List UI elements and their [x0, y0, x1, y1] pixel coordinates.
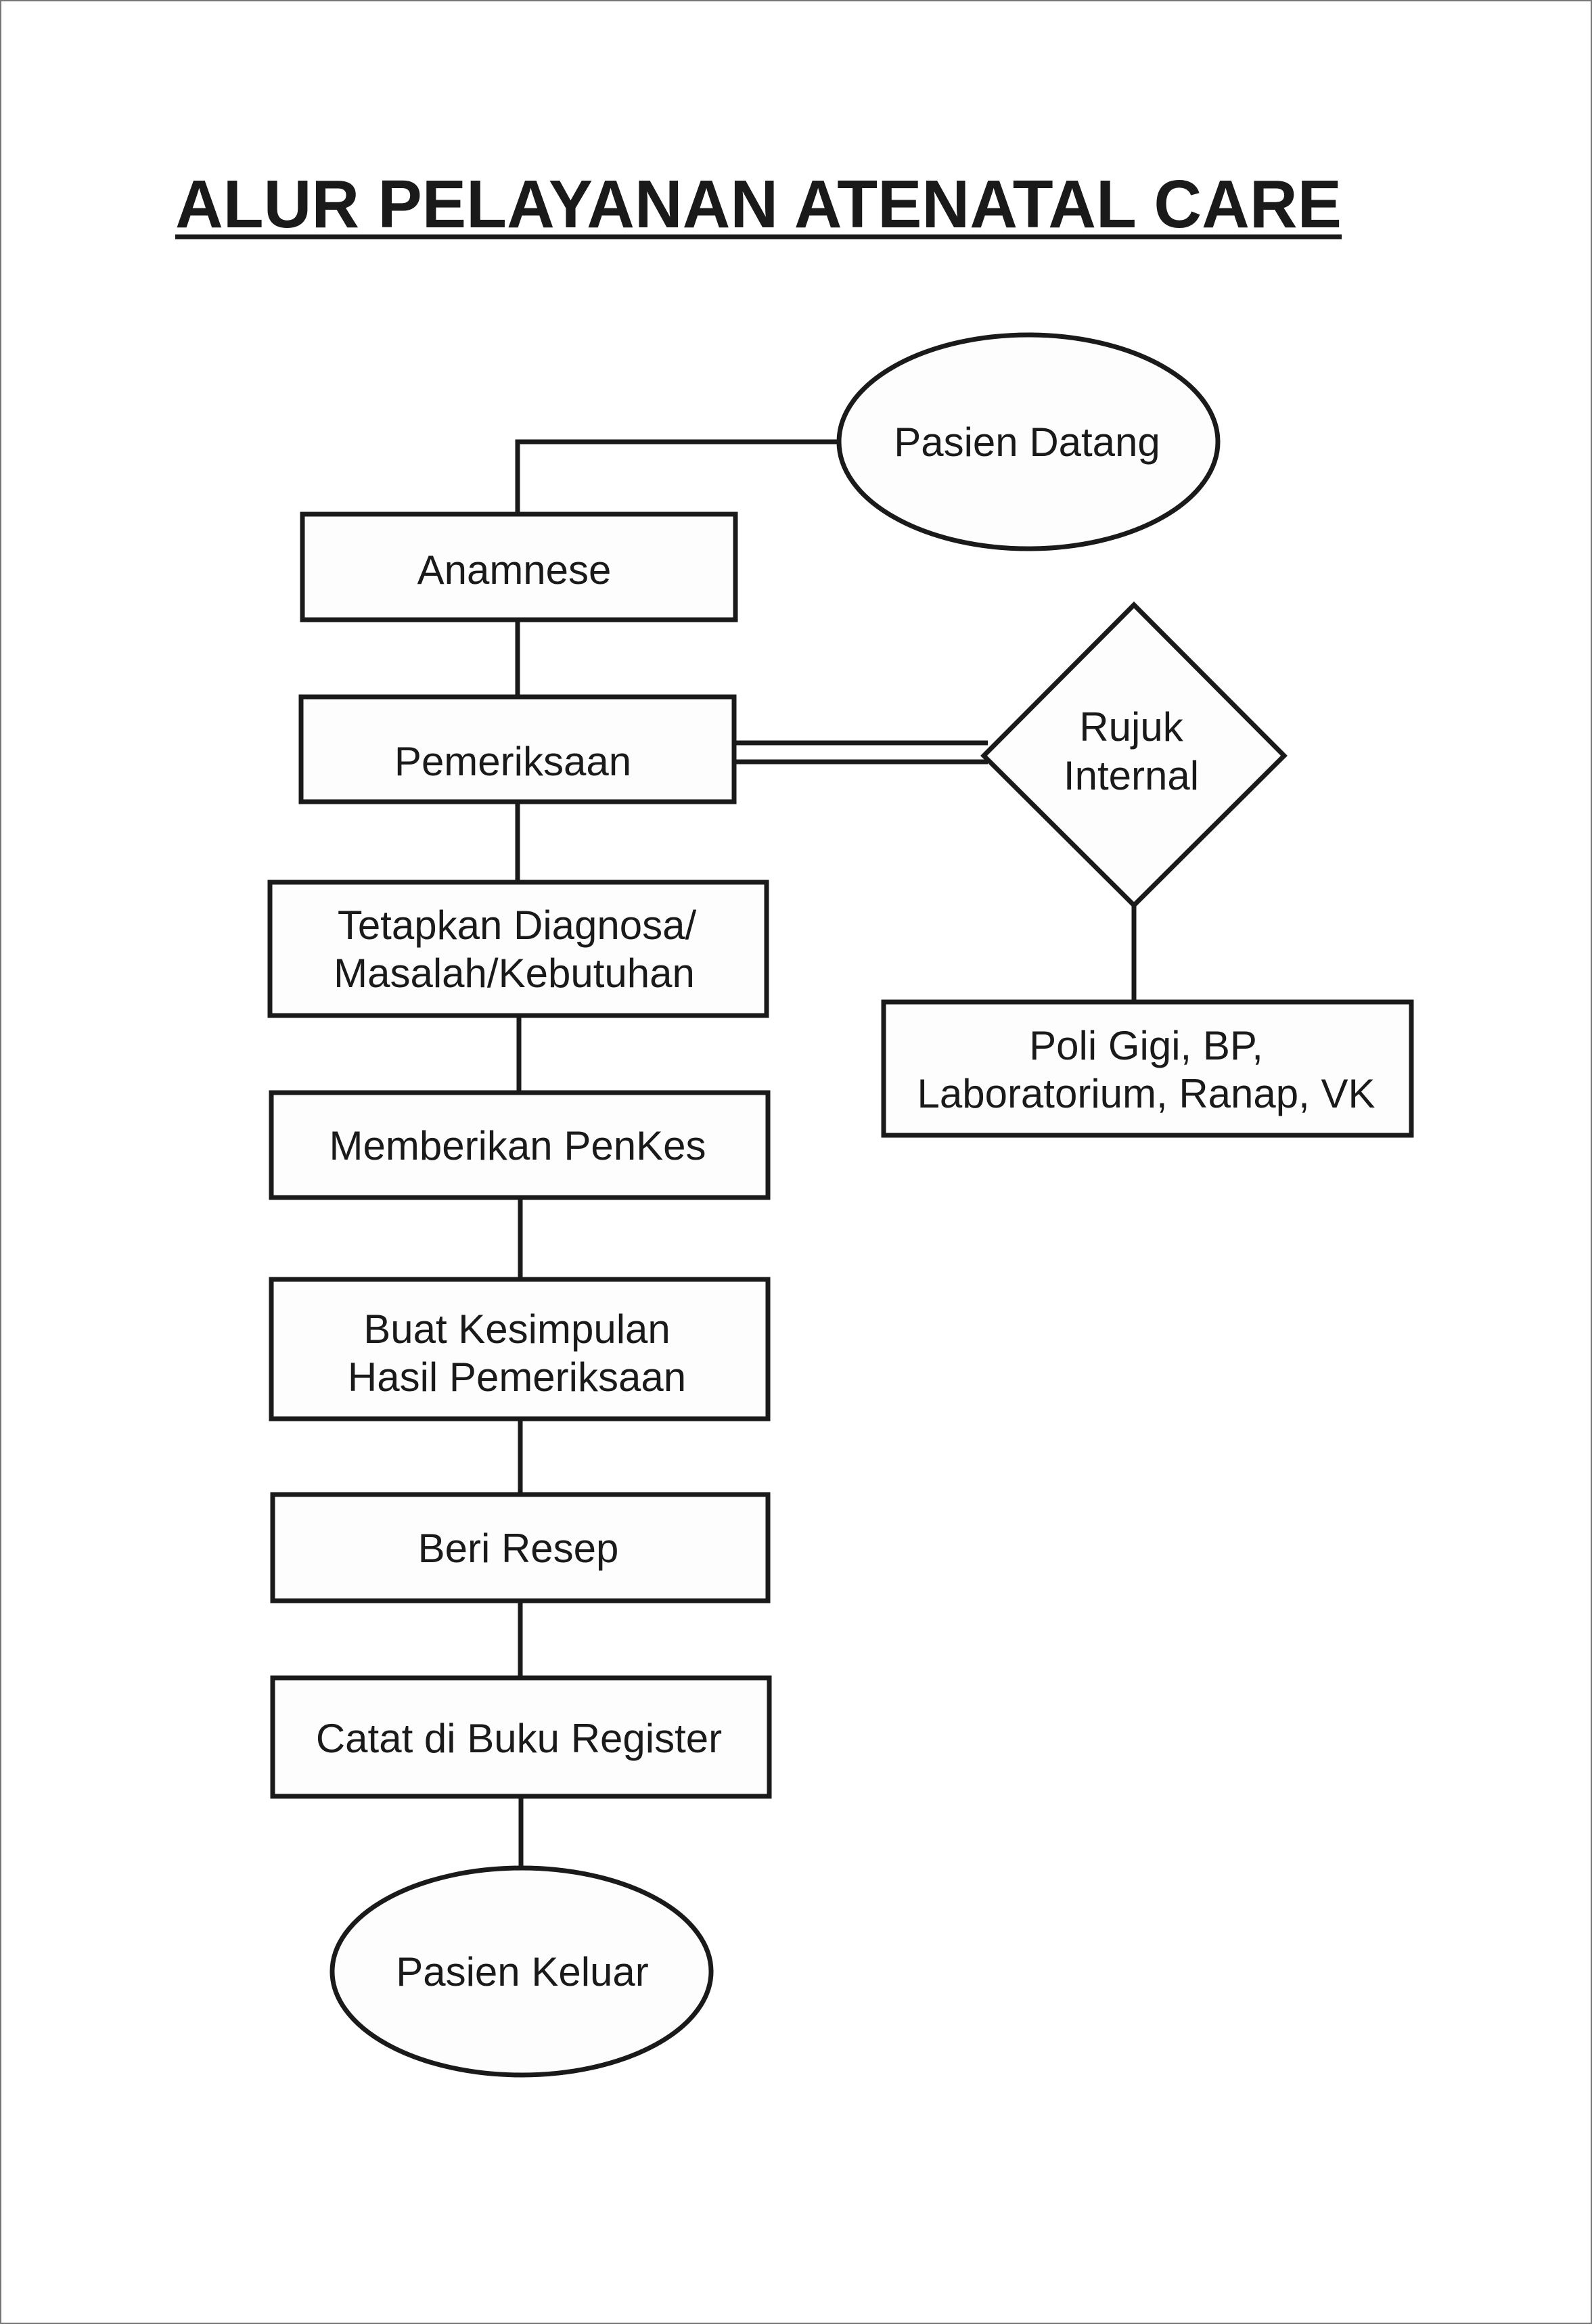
node-label: Rujuk — [1079, 704, 1183, 750]
node-label: Buat Kesimpulan — [363, 1306, 670, 1352]
node-pasien-keluar: Pasien Keluar — [329, 1865, 714, 2078]
node-rujuk-internal: Rujuk Internal — [980, 601, 1288, 909]
node-anamnese: Anamnese — [300, 511, 738, 622]
node-label: Catat di Buku Register — [316, 1716, 722, 1761]
diagram-title: ALUR PELAYANAN ATENATAL CARE — [175, 166, 1342, 242]
node-diagnosa: Tetapkan Diagnosa/ Masalah/Kebutuhan — [267, 880, 769, 1018]
node-label: Beri Resep — [418, 1526, 619, 1571]
node-label: Masalah/Kebutuhan — [334, 951, 695, 996]
node-poli: Poli Gigi, BP, Laboratorium, Ranap, VK — [881, 999, 1414, 1138]
node-label: Hasil Pemeriksaan — [348, 1354, 686, 1400]
node-label: Pasien Keluar — [396, 1949, 649, 1995]
node-penkes: Memberikan PenKes — [269, 1090, 771, 1200]
node-pemeriksaan: Pemeriksaan — [298, 694, 737, 804]
node-catat: Catat di Buku Register — [270, 1675, 772, 1799]
node-label: Internal — [1064, 753, 1199, 798]
node-label: Laboratorium, Ranap, VK — [917, 1071, 1375, 1116]
node-label: Pasien Datang — [894, 419, 1160, 465]
node-label: Poli Gigi, BP, — [1029, 1023, 1263, 1068]
node-label: Tetapkan Diagnosa/ — [338, 903, 697, 948]
node-kesimpulan: Buat Kesimpulan Hasil Pemeriksaan — [269, 1277, 771, 1421]
node-resep: Beri Resep — [270, 1492, 771, 1603]
node-label: Pemeriksaan — [394, 739, 631, 784]
connector-start-anamnese — [515, 439, 839, 514]
node-label: Memberikan PenKes — [329, 1123, 706, 1168]
node-pasien-datang: Pasien Datang — [836, 332, 1221, 551]
node-label: Anamnese — [417, 547, 612, 593]
